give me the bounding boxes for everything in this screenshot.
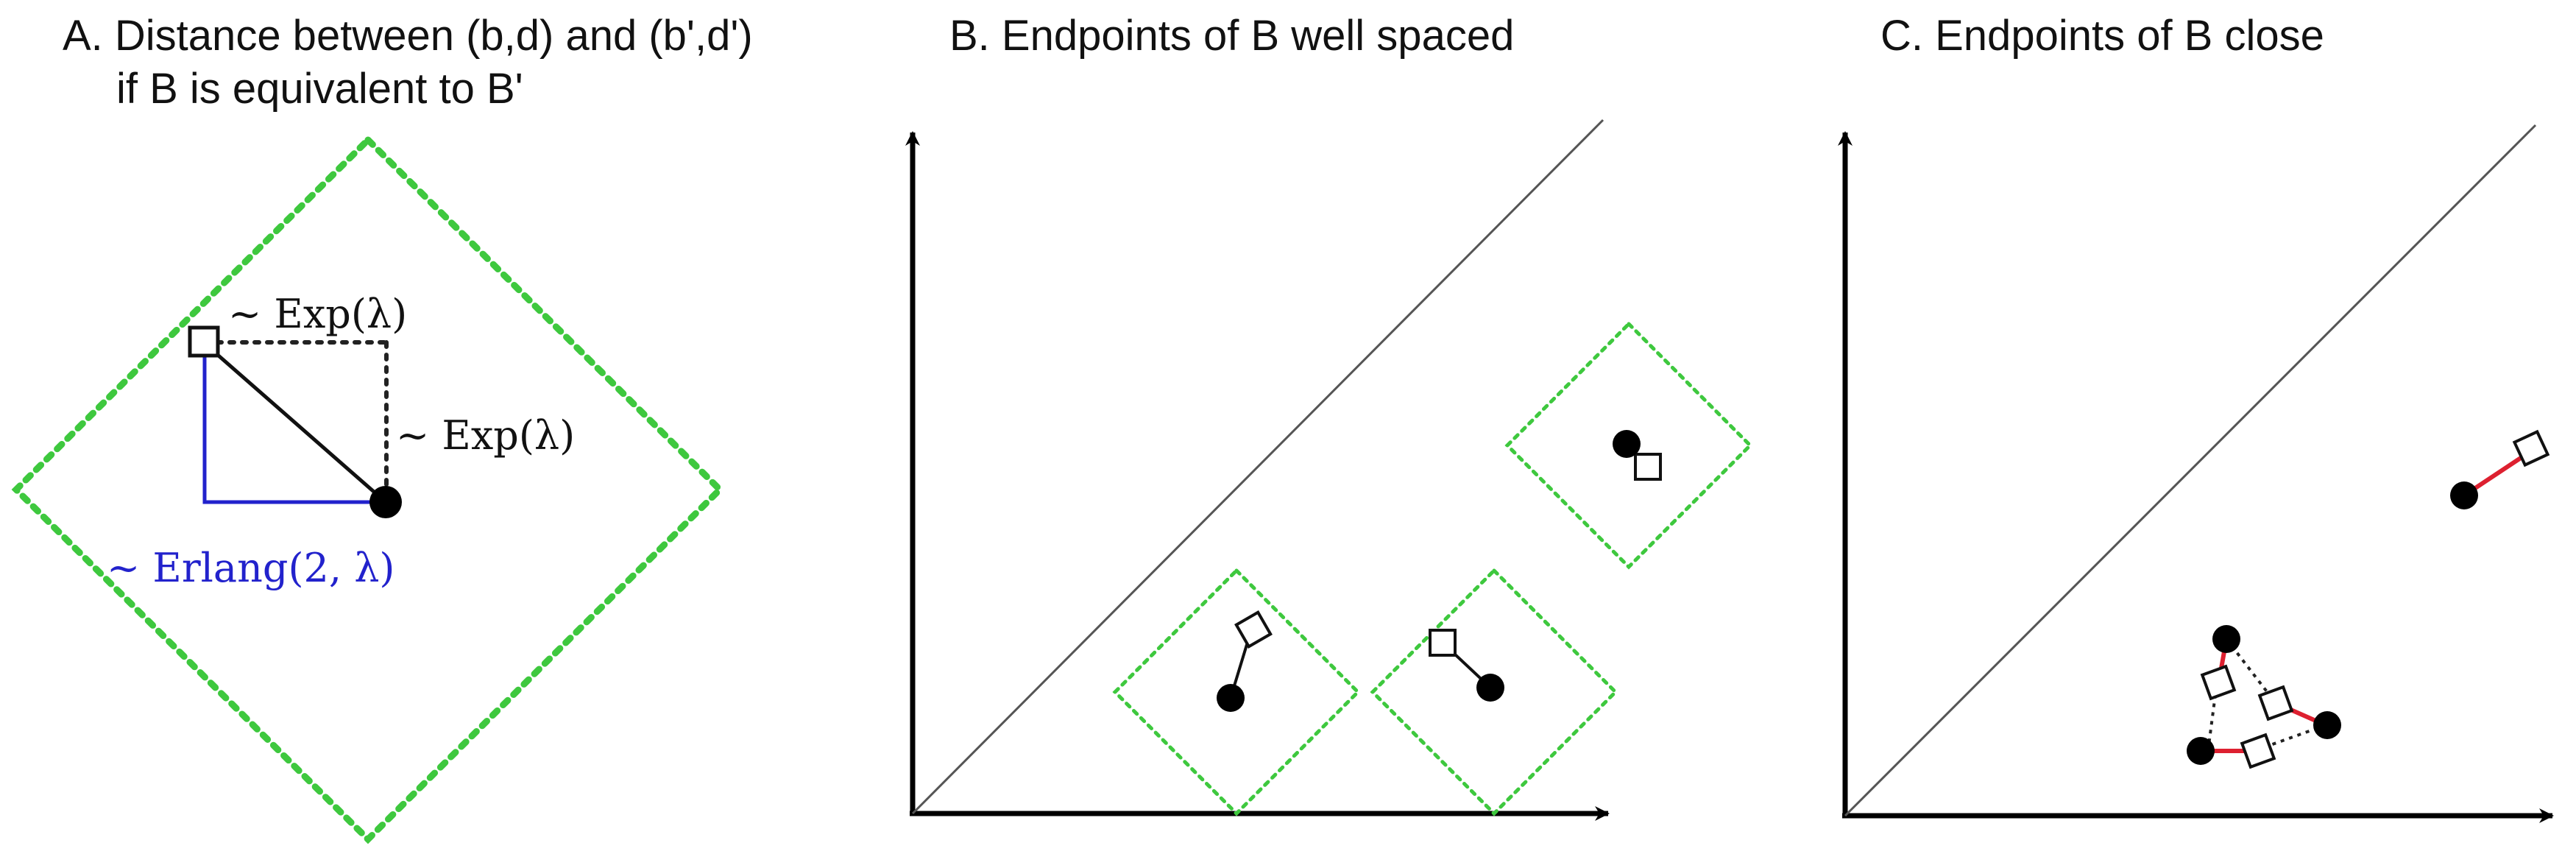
label-exp-right: ~ Exp(λ) [396, 412, 575, 459]
alternative-link [2207, 682, 2218, 752]
perturbed-point-square [1234, 610, 1273, 649]
original-point-circle [1217, 684, 1245, 712]
perturbed-point-square [2257, 685, 2294, 721]
original-point-circle [369, 486, 402, 518]
label-erlang: ~ Erlang(2, λ) [107, 545, 395, 591]
neighborhood-diamond [1370, 568, 1618, 816]
original-point-circle [1476, 674, 1504, 702]
neighborhood-diamond [1112, 568, 1361, 816]
perturbed-point-square [2240, 733, 2276, 769]
diagonal-line [1844, 124, 2537, 817]
panel-a-title-line2: if B is equivalent to B' [116, 65, 523, 113]
perturbed-point-square [2512, 429, 2550, 467]
erlang-path [202, 355, 383, 504]
panel-a-title-line1: A. Distance between (b,d) and (b',d') [63, 12, 753, 60]
perturbed-point-square [1634, 453, 1662, 481]
perturbed-point-square [188, 325, 220, 358]
original-point-circle [2450, 481, 2478, 509]
original-point-circle [2313, 711, 2341, 739]
perturbed-point-square [2200, 664, 2237, 701]
panel-a: A. Distance between (b,d) and (b',d') if… [11, 12, 753, 844]
original-point-circle [2212, 625, 2240, 653]
panel-c-title: C. Endpoints of B close [1880, 12, 2324, 60]
original-point-circle [1613, 430, 1641, 458]
original-point-circle [2187, 737, 2215, 765]
diagonal-line [911, 119, 1604, 815]
perturbed-point-square [1429, 629, 1457, 657]
neighborhood-diamond [11, 135, 725, 844]
distance-segment [206, 345, 387, 504]
panel-b-title: B. Endpoints of B well spaced [949, 12, 1514, 60]
panel-b: B. Endpoints of B well spaced [905, 12, 1753, 821]
panel-c: C. Endpoints of B close [1838, 12, 2554, 823]
label-exp-top: ~ Exp(λ) [228, 291, 407, 337]
neighborhood-diamond [1504, 321, 1753, 570]
